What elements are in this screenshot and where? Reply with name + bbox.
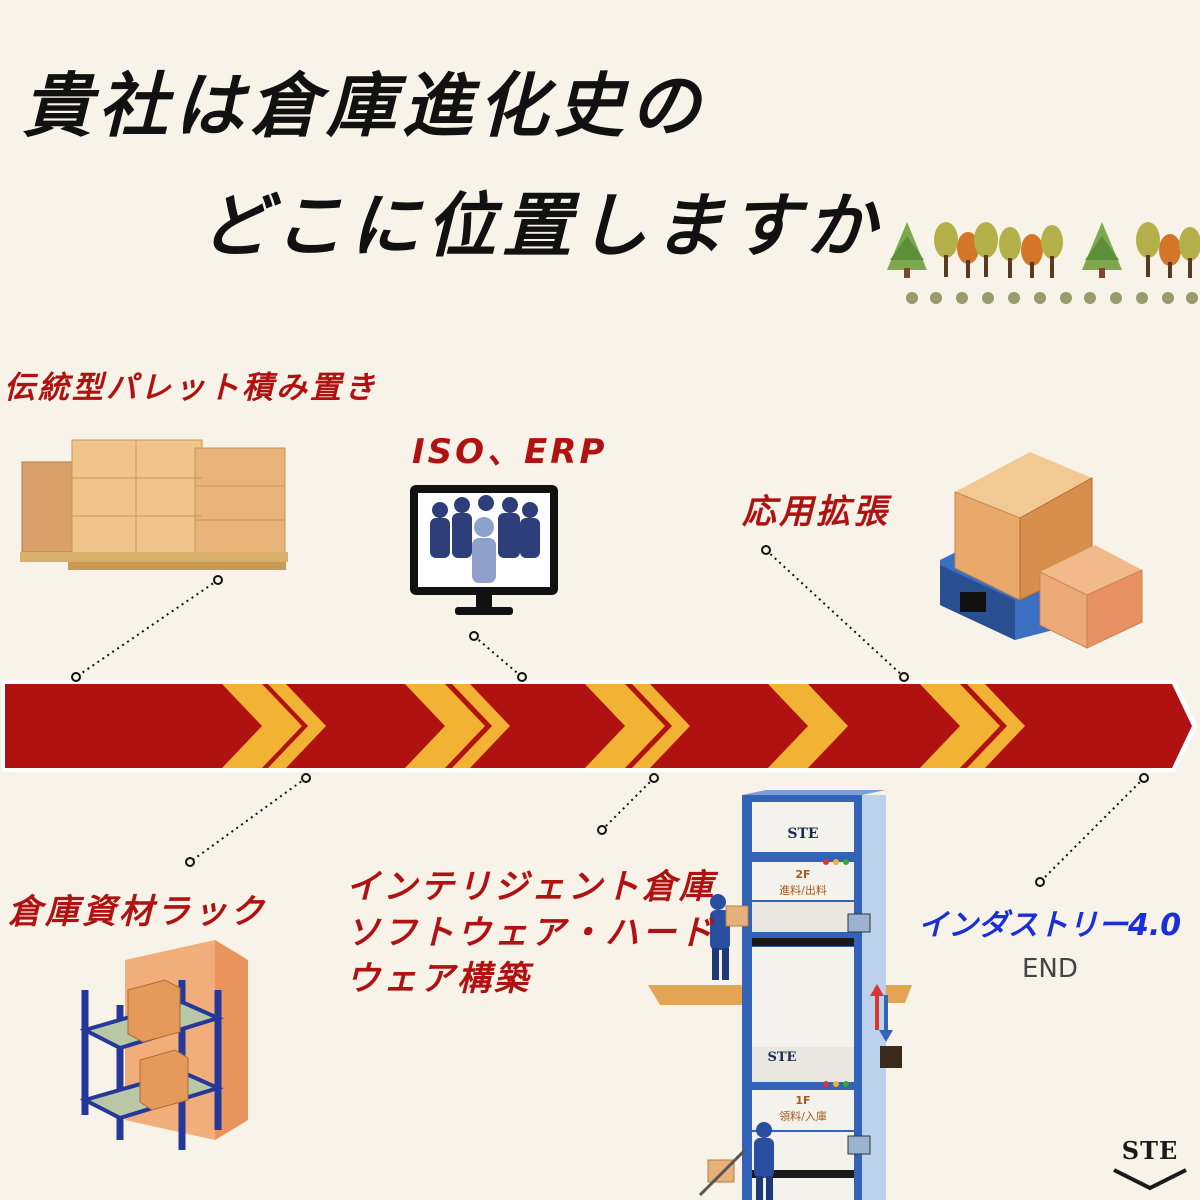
tower-logo-top: STE bbox=[787, 826, 819, 842]
autumn-tree-icon bbox=[1136, 222, 1200, 278]
milestone-rack-label: 倉庫資材ラック bbox=[8, 892, 267, 932]
milestone-industry-label: インダストリー4.0 bbox=[918, 908, 1182, 943]
pine-tree-icon bbox=[887, 222, 927, 278]
pine-tree-icon bbox=[1082, 222, 1122, 278]
milestone-smart-line2: ソフトウェア・ハード bbox=[346, 913, 716, 953]
tower-floor1-label: 1F bbox=[795, 1094, 811, 1107]
tower-logo-mid: STE bbox=[767, 1050, 797, 1065]
page-title-line2: どこに位置しますか bbox=[200, 185, 882, 267]
page-title-line1: 貴社は倉庫進化史の bbox=[22, 65, 706, 147]
tower-floor2-sub: 進料/出料 bbox=[779, 884, 827, 897]
milestone-end-label: END bbox=[1022, 954, 1078, 984]
milestone-application-label: 応用拡張 bbox=[742, 492, 890, 532]
worker-hand-truck-icon bbox=[698, 1122, 774, 1200]
milestone-smart-line1: インテリジェント倉庫 bbox=[346, 867, 716, 907]
dot-row-decoration bbox=[906, 292, 1198, 304]
tower-floor1-sub: 領料/入庫 bbox=[779, 1110, 827, 1123]
autumn-tree-icon bbox=[934, 222, 1063, 278]
brand-logo: STE bbox=[1121, 1136, 1179, 1165]
milestone-iso-erp-label: ISO、ERP bbox=[412, 432, 608, 472]
milestone-smart-line3: ウェア構築 bbox=[346, 959, 531, 999]
milestone-pallet-label: 伝統型パレット積み置き bbox=[4, 370, 378, 406]
chevron-stripes bbox=[222, 684, 1025, 768]
tower-floor2-label: 2F bbox=[795, 868, 811, 881]
